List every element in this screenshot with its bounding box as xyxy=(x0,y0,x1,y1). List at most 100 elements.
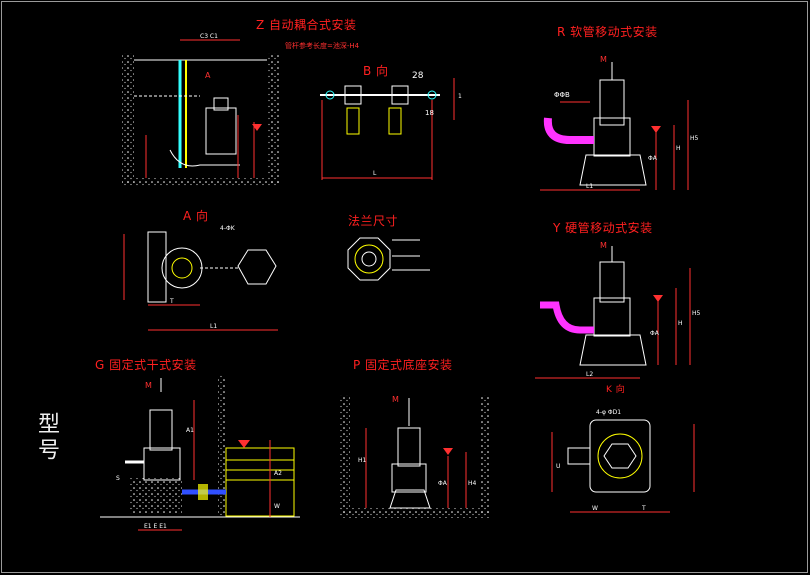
g-motor xyxy=(149,409,173,451)
r-m-label: M xyxy=(600,55,607,64)
z-floor xyxy=(122,178,279,186)
z-discharge-pipe xyxy=(169,149,240,167)
view-y-hard-pipe-mobile: M L2 H5 H ΦA xyxy=(535,241,701,379)
g-pump-casing xyxy=(143,447,181,481)
a-flange-inner xyxy=(171,257,193,279)
a-phik-label: 4-ΦK xyxy=(220,225,236,232)
r-h-label: H xyxy=(676,145,681,152)
z-arrow-a-label: A xyxy=(205,71,211,80)
y-level-mark xyxy=(653,295,663,302)
p-left-wall xyxy=(340,395,350,517)
p-level-mark xyxy=(443,448,453,455)
r-hose xyxy=(543,117,594,144)
title-g-fixed-dry: G 固定式干式安装 xyxy=(95,358,197,372)
view-k: U W T 4-φ ΦD1 xyxy=(551,409,695,513)
g-base xyxy=(130,478,182,514)
p-phia-label: ΦA xyxy=(438,480,448,487)
y-m-label: M xyxy=(600,241,607,250)
g-valve xyxy=(198,484,208,500)
z-note: 管杆参考长度=池深-H4 xyxy=(285,41,360,50)
g-base-label: E1 E E1 xyxy=(144,523,167,530)
view-r-hose-mobile: M ΦΦB L1 H5 H ΦA xyxy=(540,55,699,191)
y-hard-pipe xyxy=(540,301,594,334)
b-dim-1: 1 xyxy=(458,93,462,100)
g-m-label: M xyxy=(145,381,152,390)
z-pump-body xyxy=(205,107,237,155)
z-water-level-mark xyxy=(252,124,262,131)
r-phi-label: ΦΦB xyxy=(554,91,570,99)
p-m-label: M xyxy=(392,395,399,404)
g-level-mark xyxy=(238,440,250,448)
b-end-right xyxy=(427,90,437,100)
model-side-label: 型号 xyxy=(34,412,59,464)
flange-bore xyxy=(361,251,377,267)
g-w-label: W xyxy=(274,503,280,510)
flange-octagon xyxy=(347,237,391,281)
b-dim-l: L xyxy=(373,170,377,177)
p-motor xyxy=(397,427,421,467)
a-flange-outer xyxy=(161,247,203,289)
b-dim-28: 28 xyxy=(412,71,424,81)
b-dim-18: 18 xyxy=(425,109,434,117)
k-hex xyxy=(603,443,637,469)
k-outer-plate xyxy=(589,419,651,493)
p-pump-base xyxy=(389,489,431,509)
y-phia-label: ΦA xyxy=(650,330,660,337)
k-inlet xyxy=(567,447,591,465)
b-bolt-2 xyxy=(388,107,402,135)
view-z-auto-coupling: C3 C1 管杆参考长度=池深-H4 A xyxy=(122,33,360,186)
k-t-label: T xyxy=(641,505,646,512)
z-left-wall xyxy=(122,53,134,183)
r-phia-label: ΦA xyxy=(648,155,658,162)
a-dim-t: T xyxy=(169,298,174,305)
y-h-label: H xyxy=(678,320,683,327)
a-dim-l1: L1 xyxy=(210,323,217,330)
r-h5-label: H5 xyxy=(690,135,699,142)
title-z-auto-coupling: Z 自动耦合式安装 xyxy=(256,18,357,32)
p-h1-label: H1 xyxy=(358,457,367,464)
y-h5-label: H5 xyxy=(692,310,701,317)
title-flange-size: 法兰尺寸 xyxy=(348,214,399,228)
title-k-view: K 向 xyxy=(606,385,626,395)
z-pump-motor-top xyxy=(213,97,229,111)
g-tank xyxy=(225,447,295,517)
k-bolt-circle xyxy=(597,433,643,479)
view-b: L 28 1 18 xyxy=(320,71,462,180)
b-bracket-2 xyxy=(391,85,409,105)
b-bolt-1 xyxy=(346,107,360,135)
p-right-wall xyxy=(480,395,490,517)
y-motor xyxy=(599,261,625,303)
view-g-fixed-dry: M A1 A2 S W E1 E E1 xyxy=(100,375,300,531)
title-y-hard-pipe-mobile: Y 硬管移动式安装 xyxy=(553,221,653,235)
flange-bolt-circle xyxy=(354,244,384,274)
view-flange xyxy=(347,237,430,281)
r-pump-base xyxy=(579,154,647,186)
k-d1-label: 4-φ ΦD1 xyxy=(596,409,621,416)
k-w-label: W xyxy=(592,505,598,512)
p-pump-casing xyxy=(391,463,427,493)
title-b-view: B 向 xyxy=(363,64,389,78)
g-s-label: S xyxy=(116,475,120,482)
a-hex-head xyxy=(237,249,277,285)
title-a-view: A 向 xyxy=(183,209,209,223)
z-right-wall xyxy=(267,53,279,183)
b-end-left xyxy=(325,90,335,100)
p-floor xyxy=(340,508,490,518)
p-h4-label: H4 xyxy=(468,480,477,487)
r-dim-l1: L1 xyxy=(586,183,593,190)
r-pump-casing xyxy=(593,117,631,157)
k-u-label: U xyxy=(556,463,560,470)
r-level-mark xyxy=(651,126,661,133)
g-a2-label: A2 xyxy=(274,470,282,477)
y-pump-casing xyxy=(593,297,631,337)
z-top-dim-label: C3 C1 xyxy=(200,33,218,40)
view-a: L1 T 4-ΦK xyxy=(123,225,278,331)
view-p-fixed-base: M H1 H4 ΦA xyxy=(340,395,490,518)
title-r-hose-mobile: R 软管移动式安装 xyxy=(557,25,658,39)
y-pump-base xyxy=(579,334,647,366)
title-p-fixed-base: P 固定式底座安装 xyxy=(353,358,453,372)
y-dim-l2: L2 xyxy=(586,371,593,378)
